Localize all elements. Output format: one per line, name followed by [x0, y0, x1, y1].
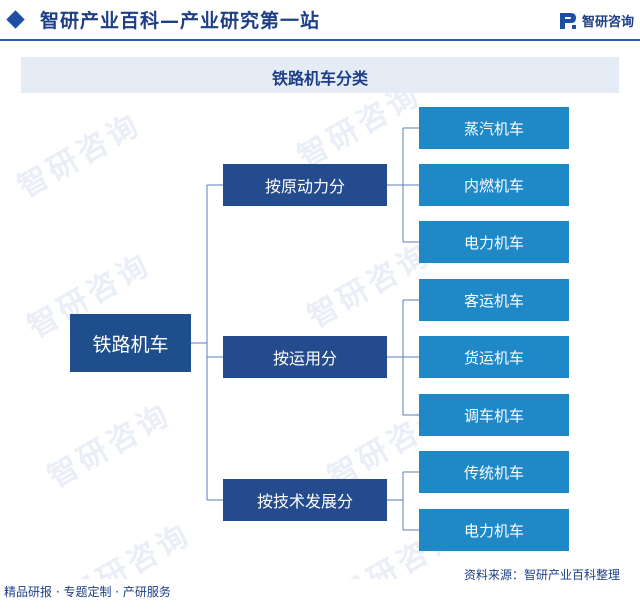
leaf-node: 传统机车: [419, 451, 569, 493]
root-node: 铁路机车: [70, 314, 191, 372]
title-band: 铁路机车分类: [21, 57, 619, 93]
site-title: 智研产业百科—产业研究第一站: [40, 10, 321, 32]
leaf-node: 电力机车: [419, 221, 569, 263]
branch-node: 按原动力分: [223, 164, 387, 206]
leaf-node: 货运机车: [419, 336, 569, 378]
header-divider: [0, 39, 640, 41]
logo-text: 智研咨询: [582, 15, 635, 30]
leaf-node: 内燃机车: [419, 164, 569, 206]
branch-node: 按运用分: [223, 336, 387, 378]
header: 智研产业百科—产业研究第一站 智研咨询: [0, 0, 640, 41]
footer-tagline: 精品研报 · 专题定制 · 产研服务: [4, 585, 171, 599]
leaf-node: 调车机车: [419, 394, 569, 436]
leaf-node: 蒸汽机车: [419, 107, 569, 149]
branch-node: 按技术发展分: [223, 479, 387, 521]
logo-icon: [560, 13, 576, 29]
diagram-title: 铁路机车分类: [271, 69, 368, 88]
footer: 精品研报 · 专题定制 · 产研服务 资料来源：智研产业百科整理: [0, 568, 640, 609]
leaf-node: 客运机车: [419, 279, 569, 321]
leaf-node: 电力机车: [419, 509, 569, 551]
source-note: 资料来源：智研产业百科整理: [463, 568, 620, 582]
